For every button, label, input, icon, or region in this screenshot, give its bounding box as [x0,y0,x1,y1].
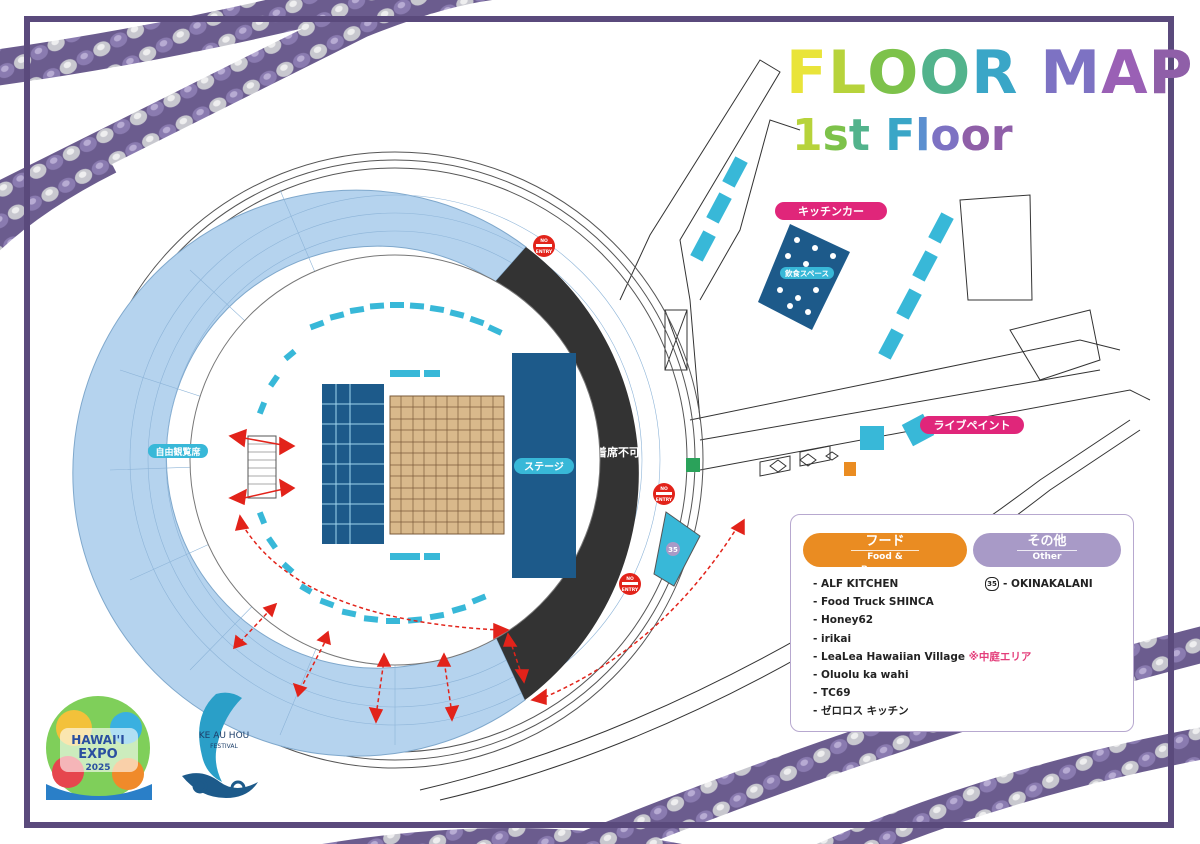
kitchen-car-stalls [690,156,954,450]
no-seating-label: 着席不可 [595,445,640,459]
svg-text:EXPO: EXPO [78,747,117,762]
svg-text:HAWAI'I: HAWAI'I [71,733,124,747]
ke-au-hou-logo: KE AU HOU FESTIVAL [182,692,258,798]
food-subtitle: Food & Beverage [851,550,919,577]
list-item: - Oluolu ka wahi [813,668,909,681]
title-letter: r [990,110,1013,161]
accessibility-icon [686,458,700,472]
list-item: 35- OKINAKALANI [985,575,1093,593]
floor-seating-left [322,384,384,544]
dining-space-label: 飲食スペース [784,268,829,278]
other-title: その他 [1027,534,1067,549]
other-subtitle: Other [1017,550,1077,564]
list-item: - TC69 [813,687,851,700]
no-entry-text: ENTRY [536,249,553,255]
title-letter: L [828,38,868,108]
food-title: フード [865,534,905,549]
svg-text:FESTIVAL: FESTIVAL [210,743,238,750]
floor-title: 1st Floor [792,110,1013,161]
title-letter [1018,38,1040,108]
hawaii-expo-logo: HAWAI'I EXPO 2025 [46,696,152,800]
no-seating-area [494,247,639,700]
booth-number: 35 [668,546,678,554]
kitchen-car-label: キッチンカー [798,205,864,218]
title-letter: 1 [792,110,823,161]
list-item: - LeaLea Hawaiian Village ※中庭エリア [813,650,1032,663]
list-item: - ALF KITCHEN [813,578,899,590]
title-letter: t [848,110,870,161]
food-category-header: フード Food & Beverage [803,533,967,575]
floor-seating-grid [389,395,505,535]
title-letter: O [919,38,972,108]
title-letter: A [1101,38,1149,108]
no-entry-text: NO [540,238,548,244]
title-letter [870,110,885,161]
title-letter: o [930,110,961,161]
area-note: ※中庭エリア [968,650,1032,663]
title-letter: R [971,38,1019,108]
title-letter: l [915,110,931,161]
list-item: - Food Truck SHINCA [813,596,934,609]
list-item: - Honey62 [813,614,874,627]
seating-area [72,189,527,757]
other-category-header: その他 Other [973,533,1121,567]
flow-arrows [228,428,745,724]
live-paint-label: ライブペイント [934,418,1011,432]
page-title: FLOOR MAP [786,38,1194,108]
pa-stands [390,370,440,560]
title-letter: o [960,110,991,161]
other-list: 35- OKINAKALANI [985,575,1093,593]
page-frame [24,16,1174,828]
booth-badge: 35 [985,577,999,591]
no-entry-text: NO [660,486,668,492]
aed-icon [844,462,856,476]
list-item: - ゼロロス キッチン [813,705,909,718]
svg-text:2025: 2025 [85,763,110,773]
title-letter: P [1148,38,1194,108]
free-seating-label: 自由観覧席 [155,446,200,458]
title-letter: s [822,110,849,161]
svg-text:KE AU HOU: KE AU HOU [199,731,250,741]
no-entry-text: NO [626,576,634,582]
food-list: - ALF KITCHEN - Food Truck SHINCA - Hone… [813,575,1031,721]
no-entry-sign [533,235,675,595]
title-letter: F [885,110,916,161]
title-letter: O [867,38,920,108]
title-letter: M [1040,38,1102,108]
no-entry-text: ENTRY [656,497,673,503]
list-item: - irikai [813,632,852,645]
gate-icons [769,451,839,473]
title-letter: F [786,38,828,108]
legend-panel: フード Food & Beverage その他 Other - ALF KITC… [790,514,1134,732]
no-entry-text: ENTRY [622,587,639,593]
stage-label: ステージ [524,461,564,473]
